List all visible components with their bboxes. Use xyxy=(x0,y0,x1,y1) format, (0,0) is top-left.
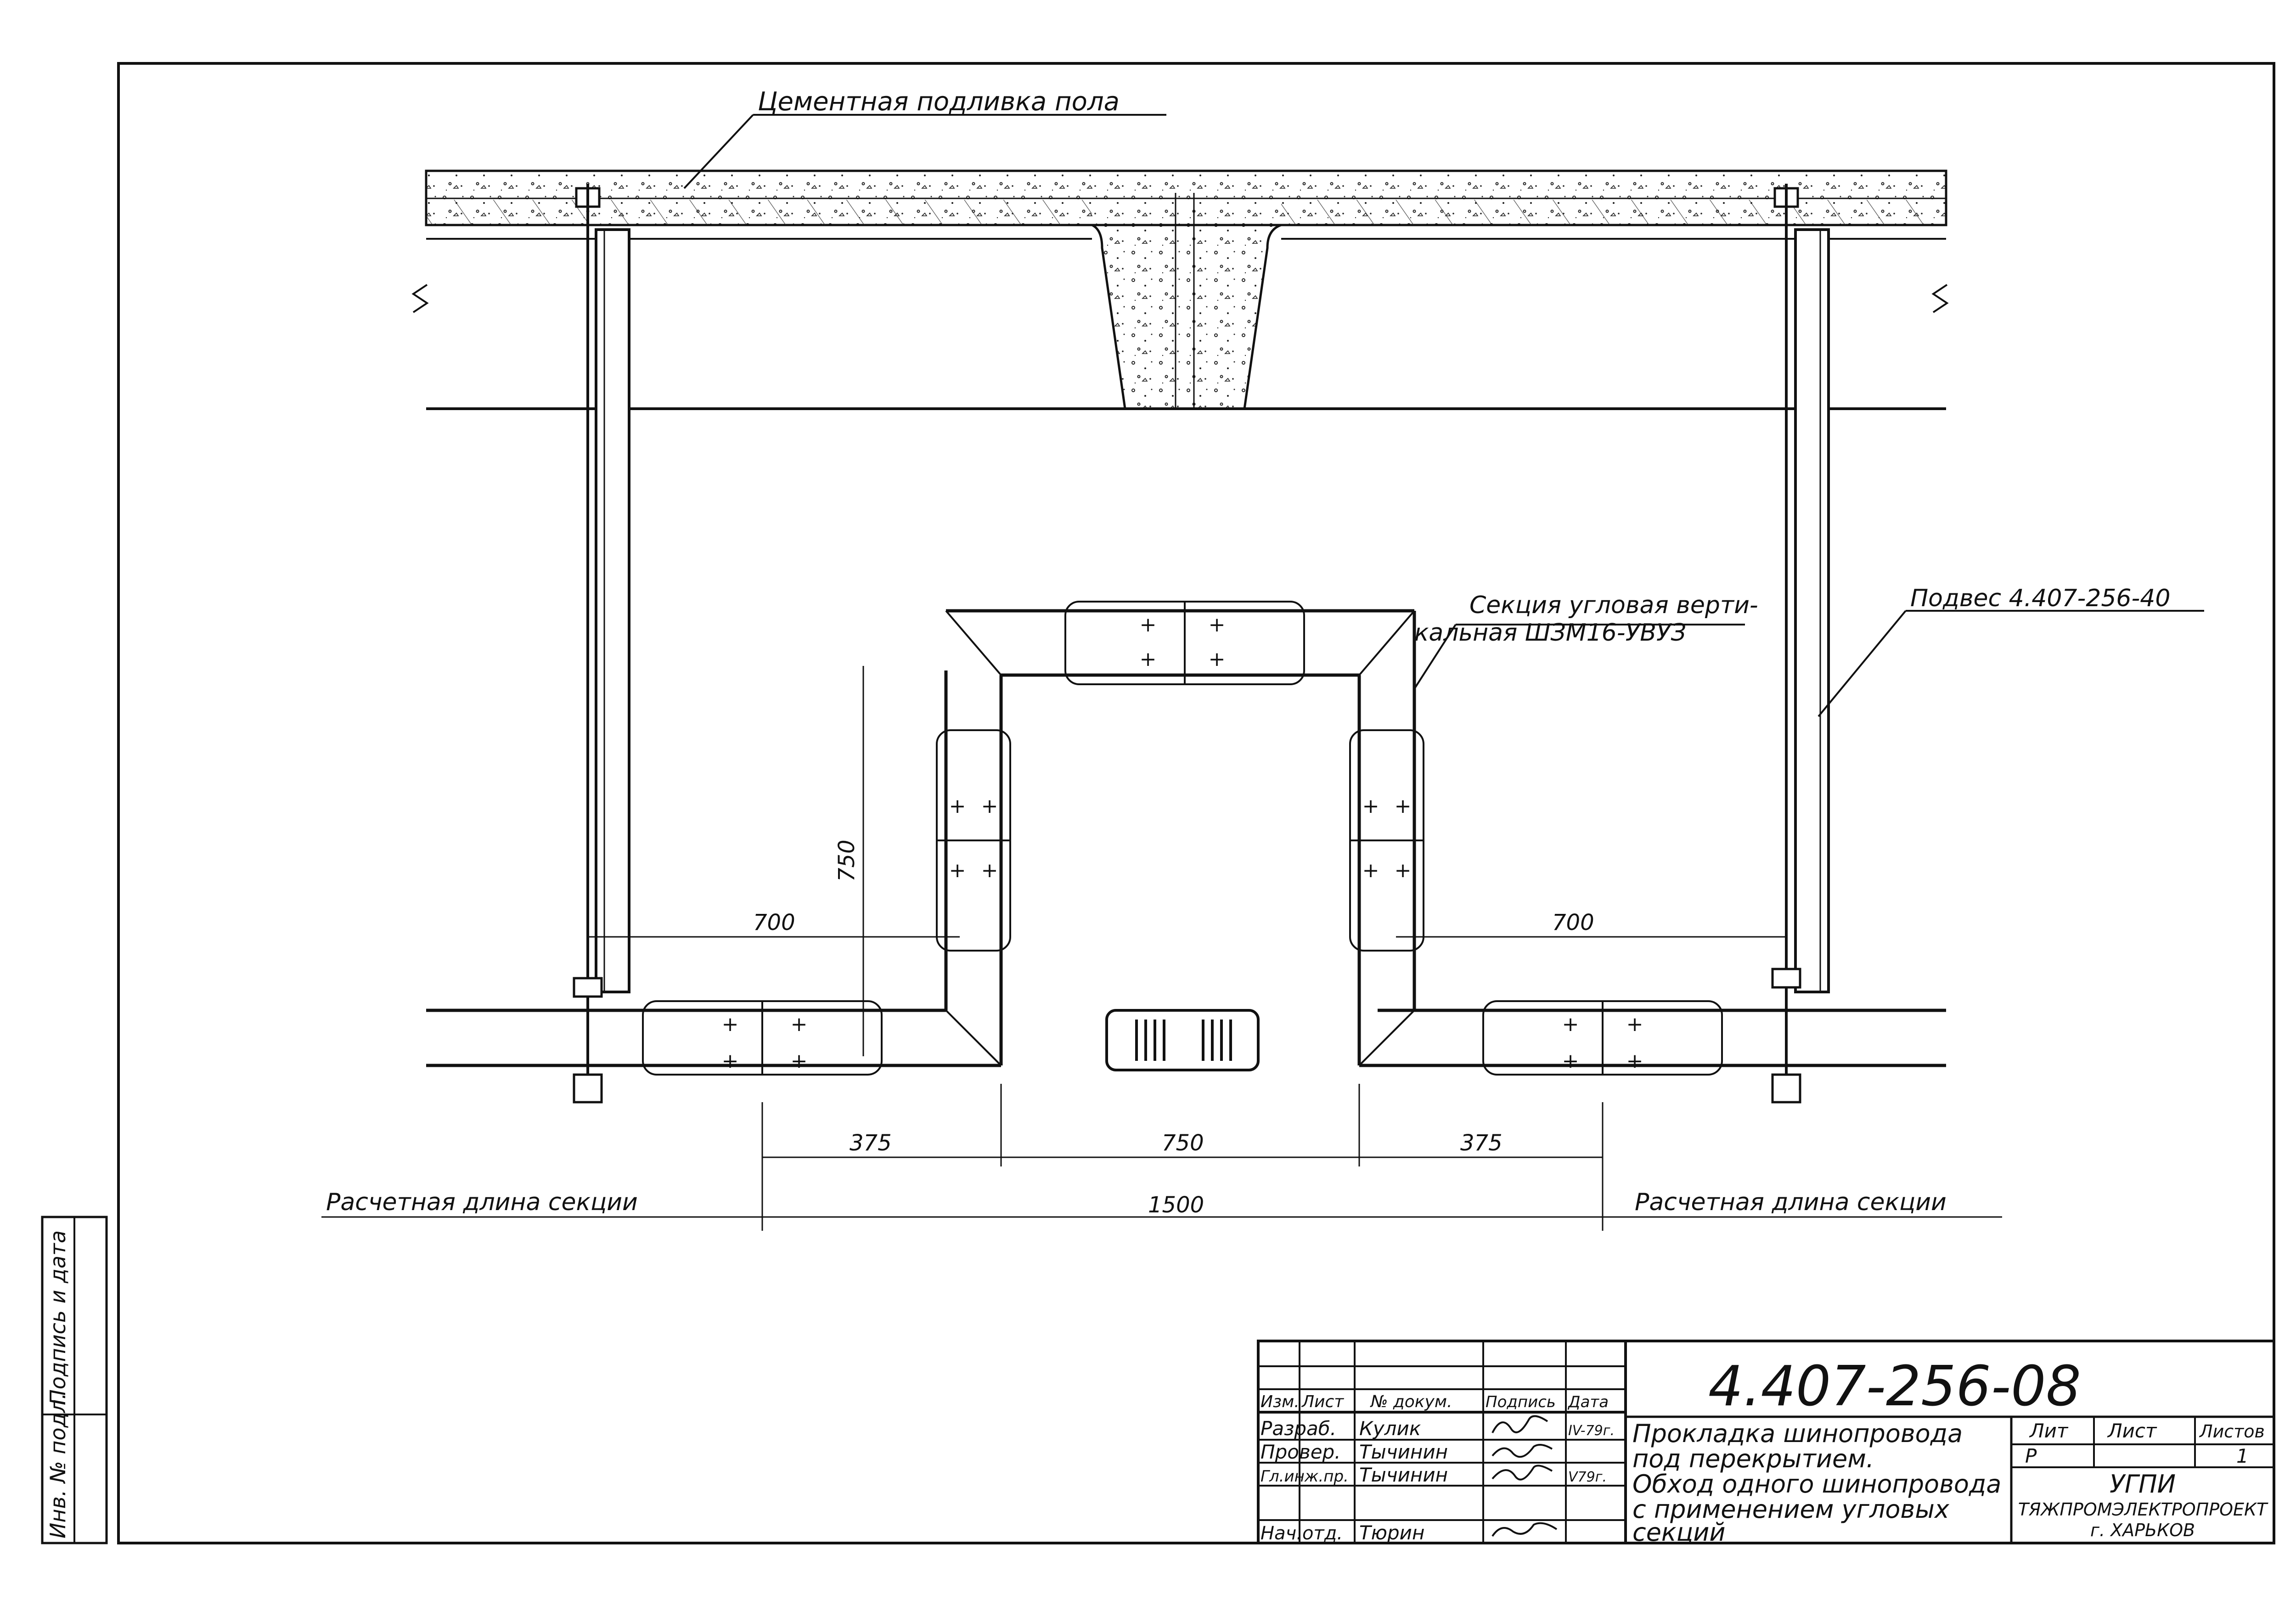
svg-text:+: + xyxy=(1362,859,1379,882)
tb-row1-name: Кулик xyxy=(1359,1417,1421,1440)
svg-text:+: + xyxy=(981,859,998,882)
tb-doc-number: 4.407-256-08 xyxy=(1708,1355,2081,1419)
tb-listov-value: 1 xyxy=(2236,1445,2249,1467)
svg-text:+: + xyxy=(1140,613,1157,637)
tb-h-list: Лист xyxy=(1301,1392,1344,1411)
dim-700-right: 700 xyxy=(1552,910,1594,935)
svg-text:+: + xyxy=(1626,1013,1643,1036)
hanger-label: Подвес 4.407-256-40 xyxy=(1910,585,2170,612)
tb-listov-header: Листов xyxy=(2199,1421,2265,1442)
svg-text:+: + xyxy=(1209,648,1226,671)
tb-h-docno: № докум. xyxy=(1370,1392,1452,1411)
dim-375-right: 375 xyxy=(1460,1130,1503,1156)
leader-lines xyxy=(683,114,2204,717)
svg-text:+: + xyxy=(1562,1049,1579,1073)
corner-section-label-1: Секция угловая верти- xyxy=(1469,592,1758,619)
tb-title-5: секций xyxy=(1632,1518,1725,1547)
tb-row1-role: Разраб. xyxy=(1261,1417,1336,1440)
svg-text:+: + xyxy=(1395,794,1412,818)
svg-text:+: + xyxy=(1395,859,1412,882)
calc-length-left: Расчетная длина секции xyxy=(326,1189,638,1216)
hanger-right xyxy=(1771,184,1830,1104)
svg-text:+: + xyxy=(722,1013,739,1036)
svg-text:+: + xyxy=(791,1013,808,1036)
tb-h-date: Дата xyxy=(1567,1393,1609,1411)
dim-375-left: 375 xyxy=(850,1130,892,1156)
dimension-lines xyxy=(321,666,2002,1231)
slab-rib xyxy=(1091,224,1282,410)
tb-row3-name: Тычинин xyxy=(1359,1464,1448,1486)
svg-text:+: + xyxy=(791,1049,808,1073)
svg-text:+: + xyxy=(1562,1013,1579,1036)
tb-org-1: УГПИ xyxy=(2110,1470,2176,1499)
tb-org-3: г. ХАРЬКОВ xyxy=(2090,1520,2195,1540)
tb-title-2: под перекрытием. xyxy=(1632,1444,1874,1473)
tb-row1-date: IV-79г. xyxy=(1568,1423,1615,1439)
tb-row3-role: Гл.инж.пр. xyxy=(1261,1467,1349,1486)
dim-750-mid: 750 xyxy=(1162,1130,1204,1156)
tb-title-4: с применением угловых xyxy=(1632,1495,1950,1524)
svg-text:+: + xyxy=(1209,613,1226,637)
side-stamp-inv: Инв. № подл. xyxy=(45,1393,70,1538)
floor-slab xyxy=(411,169,1949,410)
tb-signatures xyxy=(1491,1415,1558,1537)
busbar-cross-section xyxy=(1105,1009,1260,1071)
tb-title-3: Обход одного шинопровода xyxy=(1632,1470,2001,1499)
tb-row2-role: Провер. xyxy=(1261,1441,1341,1463)
side-stamp: Инв. № подл. Подпись и дата xyxy=(41,1216,108,1544)
svg-text:+: + xyxy=(1362,794,1379,818)
tb-row2-name: Тычинин xyxy=(1359,1441,1448,1463)
sheet-frame xyxy=(117,62,2275,1544)
tb-list-header: Лист xyxy=(2107,1420,2157,1442)
tb-row4-role: Нач.отд. xyxy=(1261,1523,1343,1544)
svg-text:+: + xyxy=(1626,1049,1643,1073)
svg-text:+: + xyxy=(949,859,966,882)
dim-1500: 1500 xyxy=(1148,1192,1204,1218)
side-stamp-sign: Подпись и дата xyxy=(45,1230,70,1405)
dim-700-left: 700 xyxy=(753,910,795,935)
cement-label: Цементная подливка пола xyxy=(758,87,1120,117)
tb-row4-name: Тюрин xyxy=(1359,1521,1424,1544)
tb-org-2: ТЯЖПРОМЭЛЕКТРОПРОЕКТ xyxy=(2018,1499,2268,1520)
tb-row3-date: V79г. xyxy=(1568,1469,1607,1485)
busbar-route: + + + + + + + + + + + + + + + + + + + + xyxy=(426,601,1946,1076)
svg-text:+: + xyxy=(949,794,966,818)
svg-text:+: + xyxy=(981,794,998,818)
tb-h-sign: Подпись xyxy=(1486,1393,1556,1411)
tb-title-1: Прокладка шинопровода xyxy=(1632,1419,1963,1448)
corner-section-label-2: кальная ШЗМ16-УВУЗ xyxy=(1414,619,1686,647)
title-block: 4.407-256-08 Изм. Лист № докум. Подпись … xyxy=(1257,1340,2275,1547)
tb-lit-header: Лит xyxy=(2029,1420,2069,1442)
tb-h-izm: Изм. xyxy=(1261,1392,1300,1411)
hanger-left xyxy=(573,184,630,1104)
tb-lit-value: Р xyxy=(2025,1445,2037,1467)
calc-length-right: Расчетная длина секции xyxy=(1635,1189,1947,1216)
dim-750-vertical: 750 xyxy=(834,839,860,882)
svg-text:+: + xyxy=(1140,648,1157,671)
svg-text:+: + xyxy=(722,1049,739,1073)
